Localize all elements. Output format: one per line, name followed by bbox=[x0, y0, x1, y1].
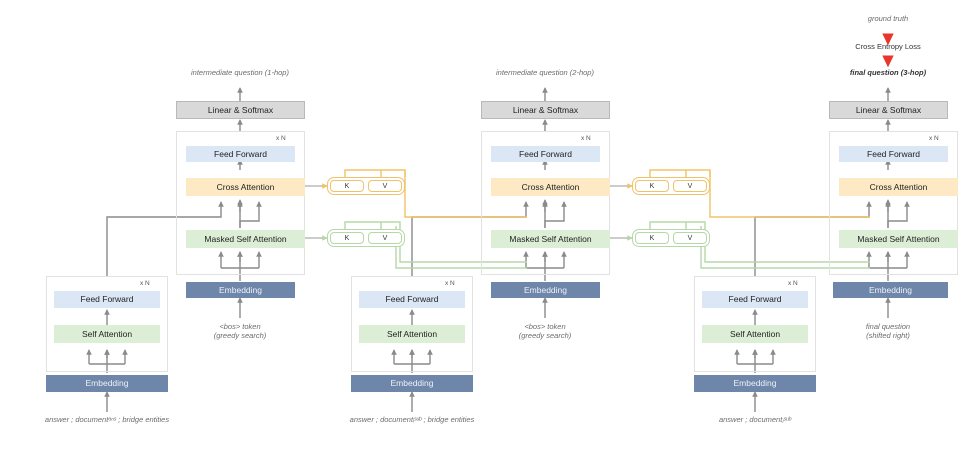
self-attention-encoder-1[interactable]: Self Attention bbox=[54, 325, 160, 343]
repeat-label-decoder-1: x N bbox=[276, 135, 286, 142]
embedding-decoder-3[interactable]: Embedding bbox=[833, 282, 948, 298]
embedding-encoder-1[interactable]: Embedding bbox=[46, 375, 168, 392]
kv-cross-2-v[interactable]: V bbox=[673, 180, 707, 192]
linear-softmax-decoder-3[interactable]: Linear & Softmax bbox=[829, 101, 948, 119]
feed-forward-decoder-1[interactable]: Feed Forward bbox=[186, 146, 295, 162]
decoder-2-input-line1: <bos> token bbox=[524, 322, 566, 331]
cross-entropy-loss-label: Cross Entropy Loss bbox=[855, 42, 921, 51]
kv-cross-1[interactable]: K V bbox=[327, 177, 405, 195]
encoder-1-panel bbox=[46, 276, 168, 372]
repeat-label-encoder-1: x N bbox=[140, 280, 150, 287]
kv-cross-1-k[interactable]: K bbox=[330, 180, 364, 192]
feed-forward-encoder-2[interactable]: Feed Forward bbox=[359, 291, 465, 308]
decoder-3-input-line1: final question bbox=[865, 322, 911, 331]
encoder-1-input-caption: answer ; documentᵃⁿˢ ; bridge entities bbox=[44, 415, 170, 424]
feed-forward-encoder-1[interactable]: Feed Forward bbox=[54, 291, 160, 308]
kv-self-1-k[interactable]: K bbox=[330, 232, 364, 244]
encoder-2-input-caption: answer ; documentᵢˢᵘᵇ ; bridge entities bbox=[349, 415, 475, 424]
self-attention-encoder-3[interactable]: Self Attention bbox=[702, 325, 808, 343]
kv-cross-2[interactable]: K V bbox=[632, 177, 710, 195]
decoder-2-input-line2: (greedy search) bbox=[518, 331, 572, 341]
repeat-label-encoder-3: x N bbox=[788, 280, 798, 287]
embedding-encoder-3[interactable]: Embedding bbox=[694, 375, 816, 392]
embedding-encoder-2[interactable]: Embedding bbox=[351, 375, 473, 392]
kv-self-1-v[interactable]: V bbox=[368, 232, 402, 244]
kv-self-2-k[interactable]: K bbox=[635, 232, 669, 244]
decoder-3-input-caption: final question (shifted right) bbox=[866, 322, 910, 341]
repeat-label-decoder-2: x N bbox=[581, 135, 591, 142]
kv-cross-2-k[interactable]: K bbox=[635, 180, 669, 192]
decoder-1-panel bbox=[176, 131, 305, 275]
encoder-2-panel bbox=[351, 276, 473, 372]
masked-self-attention-decoder-2[interactable]: Masked Self Attention bbox=[491, 230, 610, 248]
feed-forward-decoder-2[interactable]: Feed Forward bbox=[491, 146, 600, 162]
ground-truth-label: ground truth bbox=[867, 14, 909, 23]
embedding-decoder-1[interactable]: Embedding bbox=[186, 282, 295, 298]
decoder-1-input-caption: <bos> token (greedy search) bbox=[214, 322, 267, 341]
output-caption-hop3: final question (3-hop) bbox=[849, 68, 927, 77]
output-caption-hop2: intermediate question (2-hop) bbox=[496, 68, 594, 77]
kv-self-2-v[interactable]: V bbox=[673, 232, 707, 244]
cross-attention-decoder-2[interactable]: Cross Attention bbox=[491, 178, 610, 196]
kv-cross-1-v[interactable]: V bbox=[368, 180, 402, 192]
self-attention-encoder-2[interactable]: Self Attention bbox=[359, 325, 465, 343]
decoder-1-input-line2: (greedy search) bbox=[213, 331, 267, 341]
decoder-1-input-line1: <bos> token bbox=[219, 322, 261, 331]
decoder-2-input-caption: <bos> token (greedy search) bbox=[519, 322, 572, 341]
linear-softmax-decoder-2[interactable]: Linear & Softmax bbox=[481, 101, 610, 119]
encoder-3-input-caption: answer ; documentⱼˢᵘᵇ bbox=[718, 415, 792, 424]
masked-self-attention-decoder-3[interactable]: Masked Self Attention bbox=[839, 230, 958, 248]
embedding-decoder-2[interactable]: Embedding bbox=[491, 282, 600, 298]
decoder-3-input-line2: (shifted right) bbox=[866, 331, 910, 341]
feed-forward-decoder-3[interactable]: Feed Forward bbox=[839, 146, 948, 162]
output-caption-hop1: intermediate question (1-hop) bbox=[191, 68, 289, 77]
cross-attention-decoder-1[interactable]: Cross Attention bbox=[186, 178, 305, 196]
repeat-label-encoder-2: x N bbox=[445, 280, 455, 287]
masked-self-attention-decoder-1[interactable]: Masked Self Attention bbox=[186, 230, 305, 248]
kv-self-1[interactable]: K V bbox=[327, 229, 405, 247]
decoder-3-panel bbox=[829, 131, 958, 275]
feed-forward-encoder-3[interactable]: Feed Forward bbox=[702, 291, 808, 308]
repeat-label-decoder-3: x N bbox=[929, 135, 939, 142]
encoder-3-panel bbox=[694, 276, 816, 372]
decoder-2-panel bbox=[481, 131, 610, 275]
kv-self-2[interactable]: K V bbox=[632, 229, 710, 247]
cross-attention-decoder-3[interactable]: Cross Attention bbox=[839, 178, 958, 196]
linear-softmax-decoder-1[interactable]: Linear & Softmax bbox=[176, 101, 305, 119]
